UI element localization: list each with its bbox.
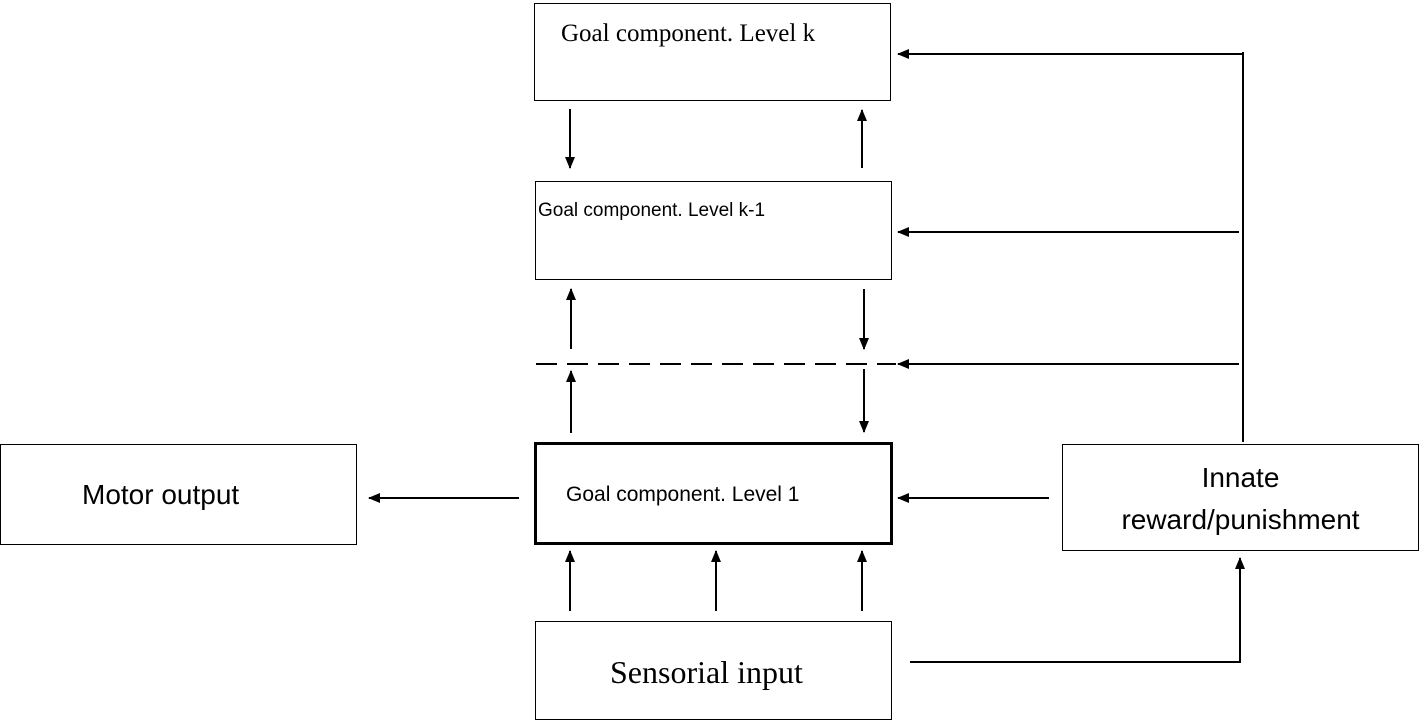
- innate-reward-line-2: reward/punishment: [1121, 504, 1360, 535]
- motor-output-box: Motor output: [0, 444, 357, 545]
- sensorial-input-box: Sensorial input: [535, 621, 892, 720]
- goal-level-k-box: Goal component. Level k: [534, 3, 891, 101]
- arrow-sensorial-to-innate-reward: [910, 557, 1245, 663]
- goal-level-1-label: Goal component. Level 1: [566, 483, 800, 506]
- goal-level-k-minus-1-box: Goal component. Level k-1: [535, 181, 892, 280]
- goal-level-k-minus-1-label: Goal component. Level k-1: [538, 200, 766, 221]
- goal-level-k-label: Goal component. Level k: [561, 20, 816, 47]
- goal-level-1-box: Goal component. Level 1: [534, 442, 893, 545]
- motor-output-label: Motor output: [82, 479, 240, 510]
- innate-reward-punishment-box: Innate reward/punishment: [1062, 444, 1419, 551]
- sensorial-input-label: Sensorial input: [610, 654, 803, 690]
- innate-reward-line-1: Innate: [1201, 462, 1280, 493]
